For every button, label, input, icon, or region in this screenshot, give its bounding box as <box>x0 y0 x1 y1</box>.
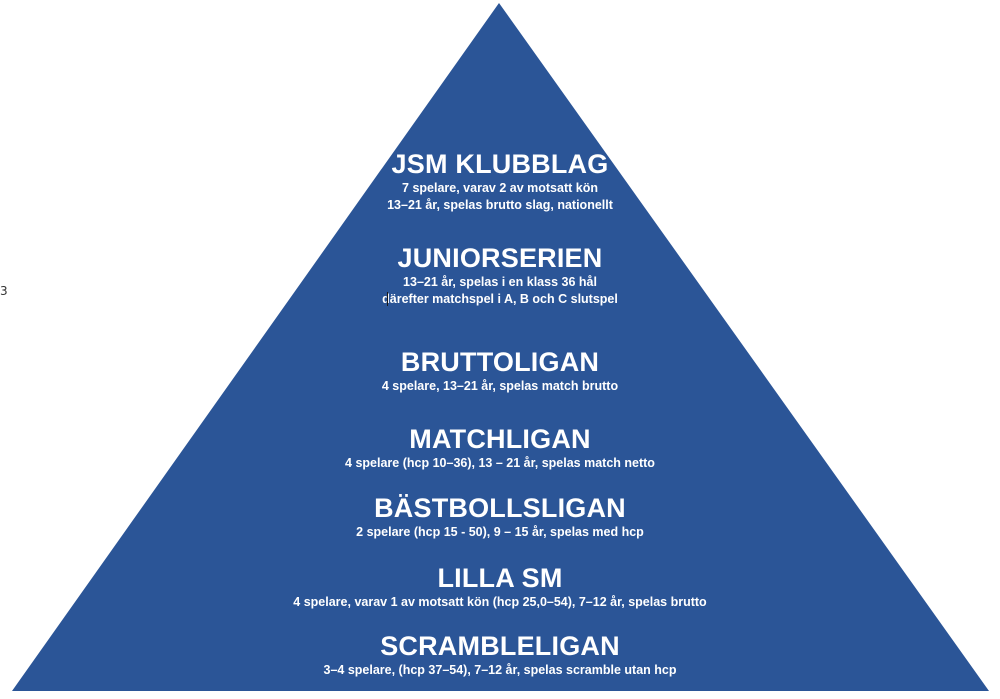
tier-lilla-sm: LILLA SM 4 spelare, varav 1 av motsatt k… <box>0 562 1000 611</box>
tier-description-line: 2 spelare (hcp 15 - 50), 9 – 15 år, spel… <box>356 525 644 539</box>
tier-description-line: därefter matchspel i A, B och C slutspel <box>382 292 618 306</box>
tier-description-line: 3–4 spelare, (hcp 37–54), 7–12 år, spela… <box>323 663 677 677</box>
tier-bastbollsligan: BÄSTBOLLSLIGAN 2 spelare (hcp 15 - 50), … <box>0 492 1000 541</box>
tier-title: BÄSTBOLLSLIGAN <box>374 493 626 523</box>
tier-title: SCRAMBLELIGAN <box>380 631 620 661</box>
tier-description-line: 13–21 år, spelas i en klass 36 hål <box>403 275 597 289</box>
tier-title: JSM KLUBBLAG <box>391 149 609 179</box>
tier-description-line: 13–21 år, spelas brutto slag, nationellt <box>387 198 613 212</box>
tier-title: JUNIORSERIEN <box>397 243 603 273</box>
tier-title: MATCHLIGAN <box>409 424 591 454</box>
tier-scrambleligan: SCRAMBLELIGAN 3–4 spelare, (hcp 37–54), … <box>0 630 1000 679</box>
tier-description-line: 4 spelare, 13–21 år, spelas match brutto <box>381 379 619 393</box>
tier-title: LILLA SM <box>437 563 563 593</box>
text-cursor <box>387 292 388 306</box>
tier-bruttoligan: BRUTTOLIGAN 4 spelare, 13–21 år, spelas … <box>0 346 1000 395</box>
tier-title: BRUTTOLIGAN <box>400 347 600 377</box>
pyramid-shape <box>12 3 989 691</box>
tier-jsm-klubblag: JSM KLUBBLAG 7 spelare, varav 2 av motsa… <box>0 148 1000 214</box>
tier-description-line: 4 spelare (hcp 10–36), 13 – 21 år, spela… <box>345 456 655 470</box>
tier-matchligan: MATCHLIGAN 4 spelare (hcp 10–36), 13 – 2… <box>0 423 1000 472</box>
tier-description-line: 4 spelare, varav 1 av motsatt kön (hcp 2… <box>293 595 707 609</box>
margin-mark: 3 <box>0 284 8 298</box>
tier-description-line: 7 spelare, varav 2 av motsatt kön <box>402 181 598 195</box>
tier-juniorserien: JUNIORSERIEN 13–21 år, spelas i en klass… <box>0 242 1000 308</box>
